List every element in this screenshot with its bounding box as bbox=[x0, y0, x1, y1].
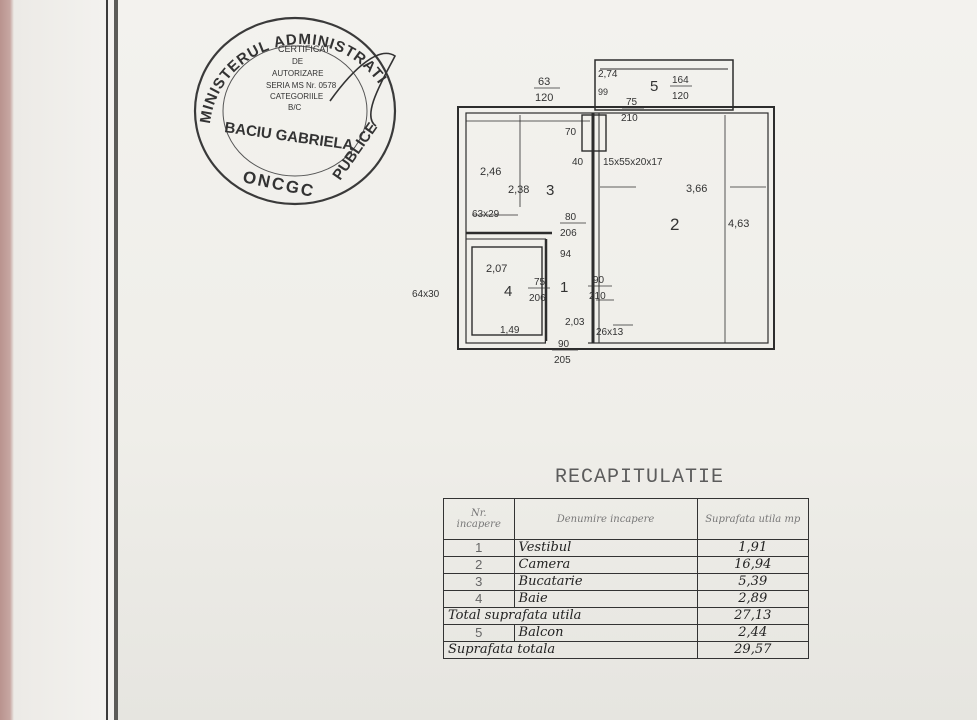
stamp-line4: SERIA MS Nr. 0578 bbox=[266, 81, 337, 90]
table-row: 2 Camera 16,94 bbox=[443, 556, 810, 574]
total-row: Suprafata totala 29,57 bbox=[443, 641, 810, 659]
balcony-outline bbox=[594, 59, 734, 111]
dim-366: 3,66 bbox=[686, 183, 707, 195]
total-label: Suprafata totala bbox=[443, 641, 698, 659]
dim-63x29: 63x29 bbox=[472, 209, 500, 220]
table-row: 5 Balcon 2,44 bbox=[443, 624, 810, 642]
balcony-nr: 5 bbox=[443, 624, 515, 642]
recap-title: RECAPITULATIE bbox=[555, 466, 725, 489]
balcony-val: 2,44 bbox=[696, 624, 810, 642]
floor-plan: 63 120 2,74 99 5 164 120 75 210 70 40 15… bbox=[412, 59, 775, 366]
room-5-label: 5 bbox=[650, 78, 658, 95]
dim-26x13: 26x13 bbox=[596, 327, 624, 338]
dim-balcony-door-a: 75 bbox=[626, 97, 638, 108]
row-val: 2,89 bbox=[696, 590, 810, 608]
row-name: Bucatarie bbox=[513, 573, 698, 591]
room-2-label: 2 bbox=[670, 215, 679, 234]
row-name: Camera bbox=[513, 556, 698, 574]
total-util-val: 27,13 bbox=[696, 607, 810, 625]
dim-70: 70 bbox=[565, 127, 577, 138]
dim-246: 2,46 bbox=[480, 166, 501, 178]
recap-table: Nr. incapere Denumire incapere Suprafata… bbox=[443, 498, 810, 659]
room-1-label: 1 bbox=[560, 279, 568, 296]
dim-entry-a: 90 bbox=[558, 339, 570, 350]
bath-interior bbox=[471, 246, 543, 336]
dim-door4-b: 206 bbox=[529, 293, 546, 304]
dim-149: 1,49 bbox=[500, 325, 520, 336]
inner-wall bbox=[465, 112, 769, 344]
row-nr: 4 bbox=[443, 590, 515, 608]
dim-door4-a: 75 bbox=[534, 277, 546, 288]
signature-scribble bbox=[329, 52, 397, 127]
row-val: 5,39 bbox=[696, 573, 810, 591]
dim-duct: 15x55x20x17 bbox=[603, 157, 663, 168]
dim-balcony-s: 99 bbox=[598, 87, 608, 97]
dim-94: 94 bbox=[560, 249, 572, 260]
stamp-line2: DE bbox=[292, 57, 303, 66]
row-nr: 2 bbox=[443, 556, 515, 574]
oncgc-stamp: MINISTERUL ADMINISTRATIEI PUBLICE CERTIF… bbox=[180, 6, 397, 206]
dim-207: 2,07 bbox=[486, 263, 507, 275]
stamp-line3: AUTORIZARE bbox=[272, 69, 323, 78]
dim-window-top: 63 bbox=[538, 76, 550, 88]
dim-door2-a: 90 bbox=[593, 275, 605, 286]
room-4-label: 4 bbox=[504, 283, 512, 300]
dim-balcony-win-a: 164 bbox=[672, 75, 689, 86]
stamp-line6: B/C bbox=[288, 103, 302, 112]
stamp-name: BACIU GABRIELA bbox=[223, 119, 354, 154]
dim-64x30: 64x30 bbox=[412, 289, 440, 300]
dim-window-top2: 120 bbox=[535, 92, 553, 104]
stamp-cert: CERTIFICAT bbox=[278, 44, 331, 54]
row-val: 16,94 bbox=[696, 556, 810, 574]
stamp-arc-top: MINISTERUL ADMINISTRATIEI bbox=[180, 6, 390, 125]
row-nr: 1 bbox=[443, 539, 515, 557]
table-row: 3 Bucatarie 5,39 bbox=[443, 573, 810, 591]
dim-40: 40 bbox=[572, 157, 584, 168]
total-util-row: Total suprafata utila 27,13 bbox=[443, 607, 810, 625]
dim-balcony-w: 2,74 bbox=[598, 69, 618, 80]
dim-entry-b: 205 bbox=[554, 355, 571, 366]
table-row: 1 Vestibul 1,91 bbox=[443, 539, 810, 557]
stamp-line5: CATEGORIILE bbox=[270, 92, 323, 101]
left-page-edge bbox=[0, 0, 118, 720]
header-name: Denumire incapere bbox=[513, 498, 698, 540]
dim-balcony-door-b: 210 bbox=[621, 113, 638, 124]
stamp-inner-ring bbox=[222, 45, 368, 177]
dim-203: 2,03 bbox=[565, 317, 585, 328]
stamp-outer-ring bbox=[193, 16, 397, 206]
outer-wall bbox=[457, 106, 775, 350]
total-util-label: Total suprafata utila bbox=[443, 607, 698, 625]
header-nr: Nr. incapere bbox=[443, 498, 515, 540]
table-row: 4 Baie 2,89 bbox=[443, 590, 810, 608]
dim-door3-b: 206 bbox=[560, 228, 577, 239]
row-val: 1,91 bbox=[696, 539, 810, 557]
row-name: Vestibul bbox=[513, 539, 698, 557]
dim-balcony-win-b: 120 bbox=[672, 91, 689, 102]
duct bbox=[581, 114, 607, 152]
recap-header-row: Nr. incapere Denumire incapere Suprafata… bbox=[443, 498, 810, 540]
room-3-label: 3 bbox=[546, 182, 554, 199]
row-nr: 3 bbox=[443, 573, 515, 591]
dim-463: 4,63 bbox=[728, 218, 749, 230]
dim-door3-a: 80 bbox=[565, 212, 577, 223]
dim-door2-b: 210 bbox=[589, 291, 606, 302]
row-name: Baie bbox=[513, 590, 698, 608]
header-area: Suprafata utila mp bbox=[696, 498, 810, 540]
balcony-name: Balcon bbox=[513, 624, 698, 642]
total-val: 29,57 bbox=[696, 641, 810, 659]
dim-238: 2,38 bbox=[508, 184, 529, 196]
